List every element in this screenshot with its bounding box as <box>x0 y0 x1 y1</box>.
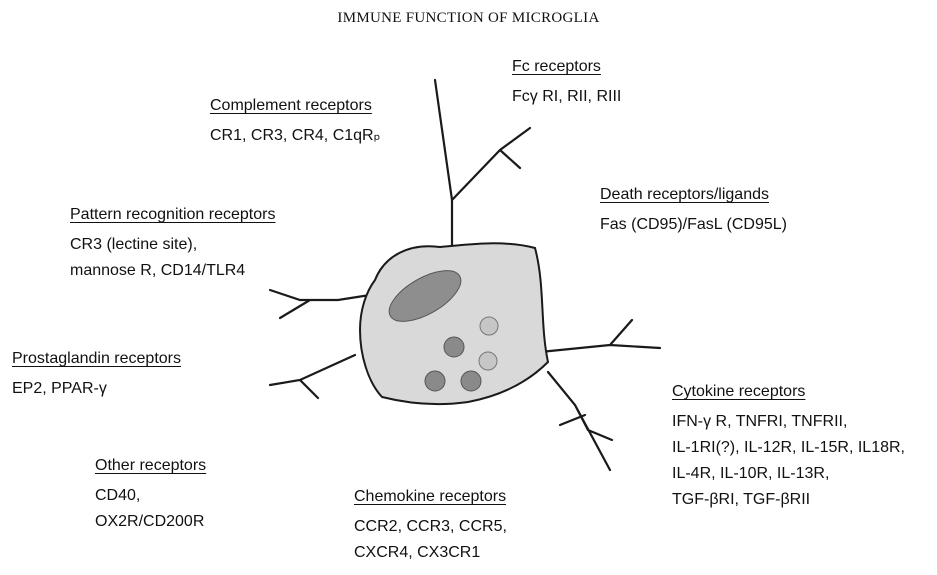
pattern-recognition-group: Pattern recognition receptors CR3 (lecti… <box>70 206 275 284</box>
cell-body <box>360 243 548 404</box>
fc-receptors-line: Fcγ RI, RII, RIII <box>512 84 621 110</box>
pattern-recognition-heading: Pattern recognition receptors <box>70 206 275 224</box>
fc-receptors-heading: Fc receptors <box>512 58 601 76</box>
pattern-recognition-line: CR3 (lectine site), <box>70 232 275 258</box>
chemokine-receptors-line: CXCR4, CX3CR1 <box>354 540 507 566</box>
cytokine-receptors-group: Cytokine receptors IFN-γ R, TNFRI, TNFRI… <box>672 383 905 513</box>
other-receptors-line: CD40, <box>95 483 206 509</box>
cytokine-receptors-line: IL-1RI(?), IL-12R, IL-15R, IL18R, <box>672 435 905 461</box>
process-right <box>540 320 660 352</box>
process-left <box>270 355 355 398</box>
complement-receptors-group: Complement receptors CR1, CR3, CR4, C1qR… <box>210 97 380 149</box>
other-receptors-group: Other receptors CD40, OX2R/CD200R <box>95 457 206 535</box>
other-receptors-heading: Other receptors <box>95 457 206 475</box>
granule-light <box>479 352 497 370</box>
cytokine-receptors-line: IL-4R, IL-10R, IL-13R, <box>672 461 905 487</box>
granule-dark <box>444 337 464 357</box>
cytokine-receptors-line: TGF-βRI, TGF-βRII <box>672 487 905 513</box>
process-lower-right <box>548 372 612 470</box>
chemokine-receptors-heading: Chemokine receptors <box>354 488 506 506</box>
death-receptors-line: Fas (CD95)/FasL (CD95L) <box>600 212 787 238</box>
granule-light <box>480 317 498 335</box>
pattern-recognition-line: mannose R, CD14/TLR4 <box>70 258 275 284</box>
prostaglandin-receptors-group: Prostaglandin receptors EP2, PPAR-γ <box>12 350 181 402</box>
process-upper-left <box>270 290 370 318</box>
prostaglandin-receptors-line: EP2, PPAR-γ <box>12 376 181 402</box>
cytokine-receptors-line: IFN-γ R, TNFRI, TNFRII, <box>672 409 905 435</box>
granule-dark <box>461 371 481 391</box>
cytokine-receptors-heading: Cytokine receptors <box>672 383 805 401</box>
chemokine-receptors-line: CCR2, CCR3, CCR5, <box>354 514 507 540</box>
granule-dark <box>425 371 445 391</box>
fc-receptors-group: Fc receptors Fcγ RI, RII, RIII <box>512 58 621 110</box>
complement-receptors-heading: Complement receptors <box>210 97 372 115</box>
complement-receptors-line: CR1, CR3, CR4, C1qRₚ <box>210 123 380 149</box>
chemokine-receptors-group: Chemokine receptors CCR2, CCR3, CCR5, CX… <box>354 488 507 566</box>
prostaglandin-receptors-heading: Prostaglandin receptors <box>12 350 181 368</box>
death-receptors-group: Death receptors/ligands Fas (CD95)/FasL … <box>600 186 787 238</box>
death-receptors-heading: Death receptors/ligands <box>600 186 769 204</box>
other-receptors-line: OX2R/CD200R <box>95 509 206 535</box>
